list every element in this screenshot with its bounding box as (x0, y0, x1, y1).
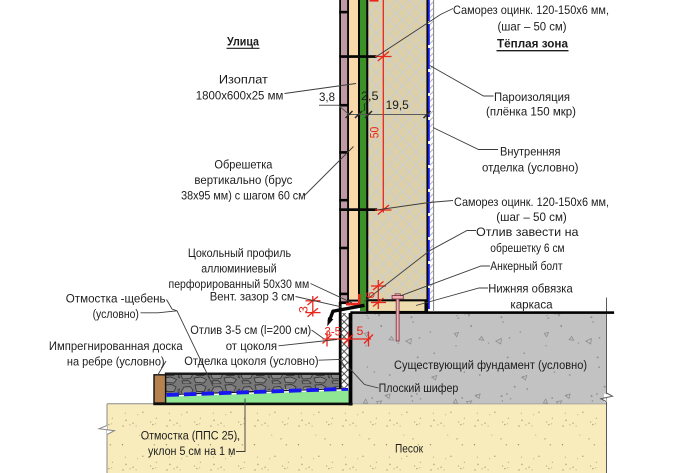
svg-text:Отмостка -щебень: Отмостка -щебень (66, 292, 166, 306)
svg-text:Отлив завести на: Отлив завести на (476, 225, 579, 239)
svg-text:на ребре (условно): на ребре (условно) (67, 354, 165, 368)
svg-text:Пароизоляция: Пароизоляция (494, 90, 570, 104)
svg-text:(шаг – 50 см): (шаг – 50 см) (498, 20, 567, 34)
svg-text:Тёплая зона: Тёплая зона (497, 37, 568, 51)
svg-text:Саморез оцинк. 120-150х6 мм,: Саморез оцинк. 120-150х6 мм, (453, 3, 609, 17)
svg-text:Вент. зазор 3 см: Вент. зазор 3 см (210, 289, 295, 303)
svg-text:Импрегнированная доска: Импрегнированная доска (49, 339, 183, 353)
svg-text:Плоский шифер: Плоский шифер (379, 381, 459, 395)
svg-text:19,5: 19,5 (386, 98, 409, 112)
svg-text:вертикально (брус: вертикально (брус (194, 173, 292, 187)
svg-text:перфорированный 50х30 мм: перфорированный 50х30 мм (169, 277, 310, 291)
svg-text:Отделка цоколя (условно): Отделка цоколя (условно) (184, 354, 318, 368)
svg-text:(плёнка 150 мкр): (плёнка 150 мкр) (486, 105, 576, 119)
svg-text:Цокольный профиль: Цокольный профиль (188, 246, 291, 260)
svg-text:Нижняя обвязка: Нижняя обвязка (488, 281, 572, 295)
svg-text:(шаг – 50 см): (шаг – 50 см) (496, 210, 567, 224)
svg-text:Обрешетка: Обрешетка (214, 158, 272, 172)
svg-text:обрешетку 6 см: обрешетку 6 см (490, 241, 564, 255)
svg-text:Отлив 3-5 см (l=200 см): Отлив 3-5 см (l=200 см) (190, 323, 311, 337)
svg-text:Существующий фундамент (условн: Существующий фундамент (условно) (394, 358, 587, 372)
svg-text:Изоплат: Изоплат (219, 72, 268, 86)
svg-text:отделка (условно): отделка (условно) (482, 161, 579, 175)
svg-text:38х95 мм) с шагом 60 см: 38х95 мм) с шагом 60 см (181, 189, 306, 203)
svg-text:(условно): (условно) (93, 307, 139, 321)
svg-text:Улица: Улица (227, 35, 259, 49)
svg-text:3: 3 (297, 306, 311, 313)
svg-text:1800х600х25 мм: 1800х600х25 мм (196, 89, 283, 103)
svg-text:аллюминиевый: аллюминиевый (201, 261, 276, 275)
svg-text:Отмостка (ППС 25),: Отмостка (ППС 25), (141, 428, 241, 442)
svg-text:Внутренняя: Внутренняя (500, 145, 561, 159)
svg-text:Саморез оцинк. 120-150х6 мм,: Саморез оцинк. 120-150х6 мм, (454, 195, 609, 209)
svg-text:3,8: 3,8 (319, 90, 335, 104)
svg-text:5: 5 (357, 324, 364, 338)
svg-text:2,5: 2,5 (361, 89, 379, 103)
svg-text:уклон 5 см на 1 м: уклон 5 см на 1 м (148, 444, 235, 458)
svg-text:6: 6 (364, 292, 378, 299)
svg-text:каркаса: каркаса (510, 297, 552, 311)
svg-text:50: 50 (367, 127, 381, 139)
svg-text:от цоколя: от цоколя (226, 339, 277, 353)
svg-text:3-5: 3-5 (325, 325, 342, 339)
svg-text:Песок: Песок (395, 442, 423, 456)
svg-text:Анкерный болт: Анкерный болт (490, 259, 563, 273)
